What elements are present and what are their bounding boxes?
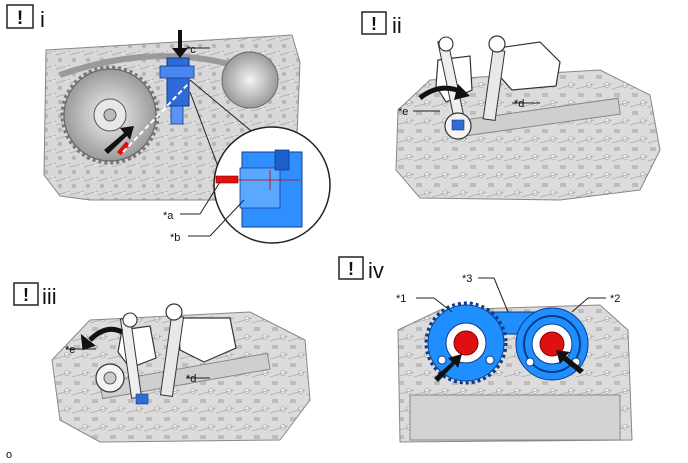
callout-d-iii: *d [186,373,196,385]
step-label-iii: iii [42,284,57,309]
pin-detail [215,175,239,184]
bolt-red-1 [453,330,479,356]
pin-red [116,141,130,156]
callout-2: *2 [610,293,620,305]
arrow-diagonal-icon [104,126,134,154]
arrow-head-icon [80,333,96,351]
panel-step-iii: ! iii *e *d [13,282,311,443]
arrow-down-icon [172,30,188,58]
panel-step-ii: ! ii *e *d [361,11,661,201]
caution-box-i: ! [6,4,34,29]
wrench-e-iii [95,312,149,405]
callout-d-ii: *d [514,98,524,110]
zoom-detail-circle [213,126,331,244]
callout-b: *b [170,232,180,244]
step-label-ii: ii [392,13,402,38]
caution-symbol: ! [17,8,23,29]
svg-text:!: ! [371,14,377,34]
arrow-diagonal-icon [434,354,462,382]
rotate-arrow-icon [88,326,124,342]
callout-e-iii: *e [65,344,75,356]
camshaft-gear-2 [515,307,589,381]
callout-a: *a [163,210,174,222]
wrench-e-ii [437,36,472,140]
caution-box-ii: ! [361,11,387,35]
svg-text:!: ! [23,285,29,305]
callout-e-ii: *e [398,106,408,118]
caution-box-iv: ! [338,256,364,280]
panel-step-i: ! i *c [6,4,331,244]
arrow-head-icon [454,84,470,100]
camshaft-iii [99,352,271,400]
cylinder-head [409,394,621,441]
footer-code: o [6,449,12,461]
hand-wrench-d-ii [482,35,561,122]
callout-3: *3 [462,273,472,285]
callout-c: *c [186,44,196,56]
caution-box-iii: ! [13,282,39,306]
camshaft-gear-1 [424,301,508,385]
step-label-i: i [40,7,45,32]
panel-step-iv: ! iv *1 [338,256,633,443]
bolt-red-2 [539,331,565,357]
zoom-leader [189,79,263,141]
idler-gear [221,51,279,109]
sst-tool-c [159,57,195,125]
hand-wrench-d-iii [159,303,237,398]
svg-text:!: ! [348,259,354,279]
step-label-iv: iv [368,258,384,283]
callout-1: *1 [396,293,406,305]
arrow-diagonal-icon [556,350,584,374]
